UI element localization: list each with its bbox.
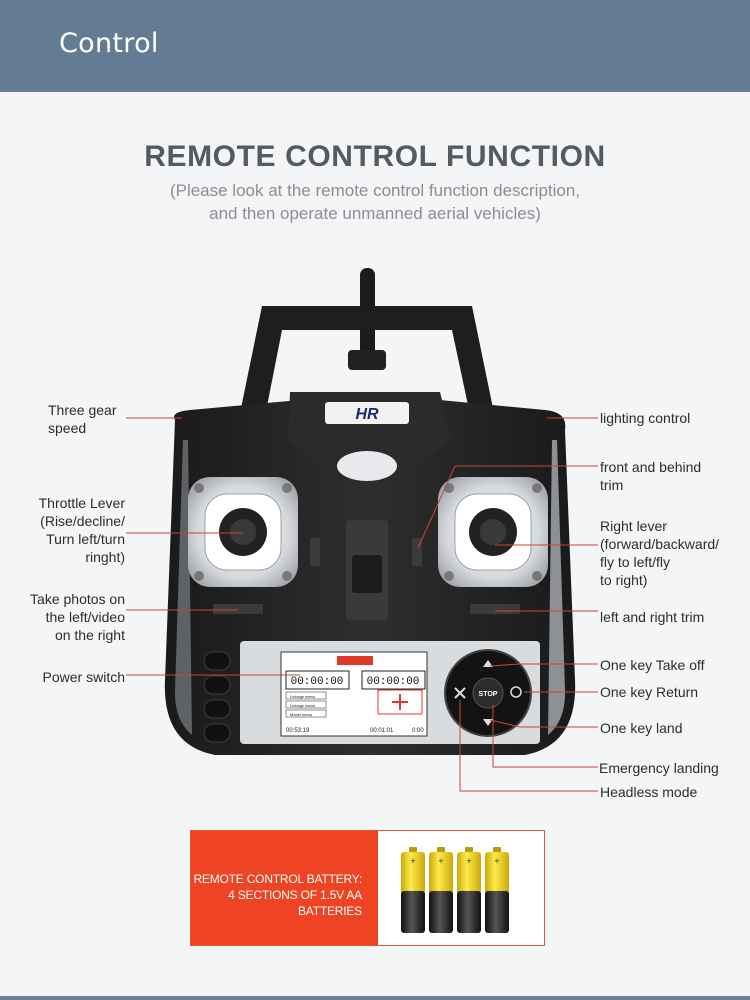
header-bar: Control: [0, 0, 750, 92]
land-button[interactable]: [479, 711, 497, 729]
battery-text: REMOTE CONTROL BATTERY: 4 SECTIONS OF 1.…: [193, 872, 362, 918]
lcd-timer-right: 00:00:00: [367, 676, 420, 688]
callout-take-off: One key Take off: [600, 657, 705, 673]
status-light: [337, 451, 397, 481]
headless-mode-button[interactable]: [451, 684, 469, 702]
callout-power-switch: Power switch: [42, 669, 125, 685]
lcd-counter: 0:00: [412, 728, 424, 734]
callout-right-lever: Right lever (forward/backward/ fly to le…: [600, 518, 720, 588]
aa-battery: +: [401, 847, 425, 933]
lcd-timer-box-left: [285, 670, 350, 690]
headless-mode-icon: [454, 687, 466, 699]
callout-left-right-trim: left and right trim: [600, 609, 705, 625]
stop-button-label: STOP: [479, 691, 498, 698]
lcd-clock-right: 00:01:01: [370, 728, 394, 734]
callout-throttle-lever: Throttle Lever (Rise/decline/ Turn left/…: [38, 495, 125, 565]
function-pad: STOP: [444, 649, 532, 737]
left-right-trim[interactable]: [470, 604, 520, 614]
right-stick[interactable]: [438, 477, 548, 587]
callout-lighting-control: lighting control: [600, 410, 691, 426]
aa-battery: +: [485, 847, 509, 933]
svg-text:+: +: [466, 856, 471, 866]
return-button[interactable]: [507, 683, 525, 701]
left-vertical-trim[interactable]: [310, 538, 320, 566]
land-arrow-icon: [483, 719, 493, 726]
section-heading: REMOTE CONTROL FUNCTION: [144, 140, 606, 173]
section-subtitle-line-1: (Please look at the remote control funct…: [169, 181, 581, 200]
callout-headless-mode: Headless mode: [600, 784, 698, 800]
lcd-menu-1: Linkage menu: [290, 694, 315, 699]
bottom-rule: [0, 996, 750, 1000]
callout-return: One key Return: [600, 684, 699, 700]
lcd-clock: 00:53:19: [286, 728, 310, 734]
center-slider[interactable]: [346, 520, 388, 620]
lcd-brand-bar: [337, 656, 373, 665]
callout-leader-lines: [126, 417, 598, 792]
side-buttons[interactable]: [203, 651, 231, 743]
aa-batteries-image: + + + +: [401, 847, 509, 933]
svg-text:+: +: [410, 856, 415, 866]
battery-info-box: REMOTE CONTROL BATTERY: 4 SECTIONS OF 1.…: [190, 830, 545, 946]
aa-battery: +: [457, 847, 481, 933]
left-stick[interactable]: [188, 477, 298, 587]
lcd-menu-3: Model menu: [290, 712, 312, 717]
return-home-icon: [510, 686, 522, 698]
callout-land: One key land: [600, 720, 683, 736]
takeoff-arrow-icon: [483, 660, 493, 667]
callout-front-behind-trim: front and behind trim: [600, 459, 702, 493]
callout-emergency-landing: Emergency landing: [599, 760, 719, 776]
svg-text:+: +: [438, 856, 443, 866]
svg-text:+: +: [494, 856, 499, 866]
lcd-timer-left: 00:00:00: [291, 676, 344, 688]
photo-video-switch[interactable]: [213, 604, 263, 614]
aa-battery: +: [429, 847, 453, 933]
lcd-timer-box-right: [361, 670, 426, 690]
page-title: Control: [59, 28, 159, 59]
callout-take-photos: Take photos on the left/video on the rig…: [30, 591, 125, 643]
callout-three-gear-speed: Three gear speed: [48, 402, 117, 436]
logo-plate: [325, 402, 409, 424]
lcd-aircraft-icon: [392, 694, 408, 710]
brand-logo: HR: [355, 406, 379, 423]
stop-button[interactable]: [473, 678, 503, 708]
section-subtitle-line-2: and then operate unmanned aerial vehicle…: [209, 204, 541, 223]
battery-text-panel: REMOTE CONTROL BATTERY: 4 SECTIONS OF 1.…: [191, 831, 378, 945]
lcd-menu-2: Linkage menu: [290, 703, 315, 708]
